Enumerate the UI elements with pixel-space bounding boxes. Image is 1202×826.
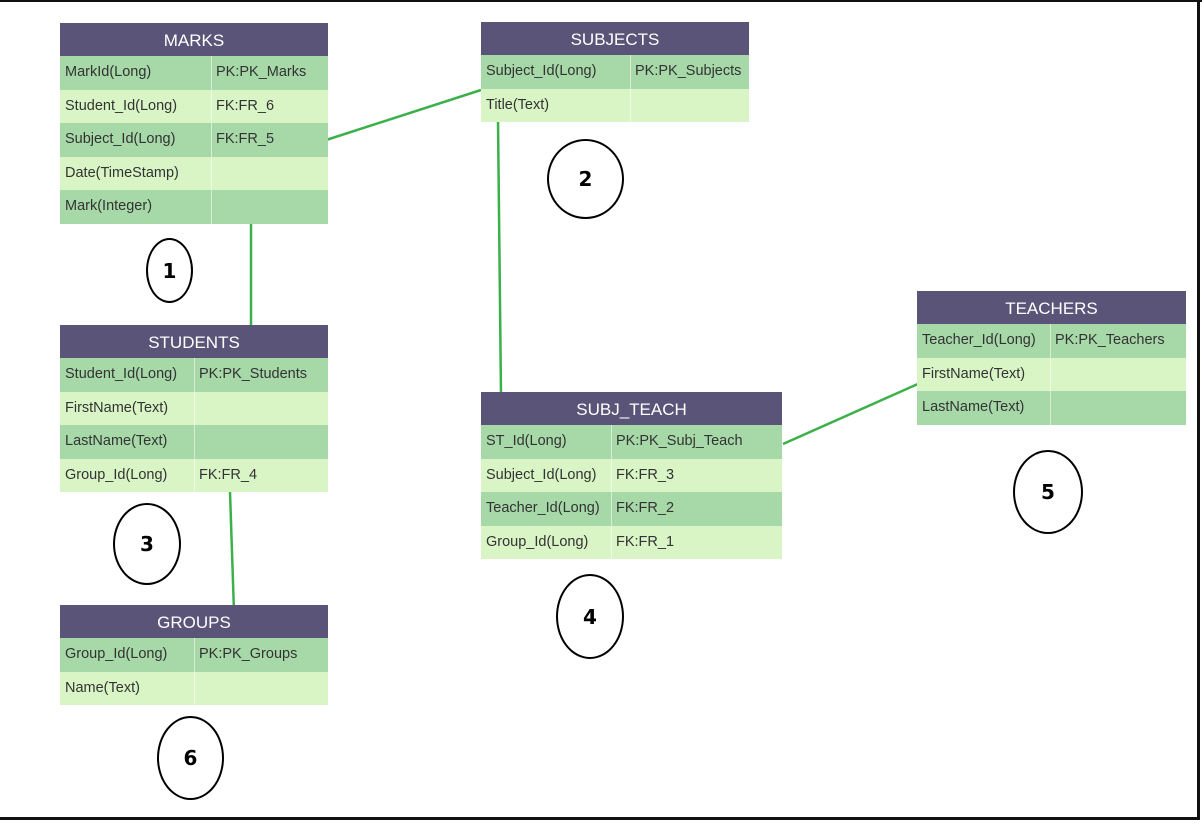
entity-row: Teacher_Id(Long)FK:FR_2 bbox=[481, 492, 782, 526]
entity-marks[interactable]: MARKS MarkId(Long)PK:PK_Marks Student_Id… bbox=[60, 23, 328, 224]
field-name: LastName(Text) bbox=[917, 391, 1051, 425]
entity-number-label-6: 6 bbox=[157, 716, 224, 800]
entity-teachers[interactable]: TEACHERS Teacher_Id(Long)PK:PK_Teachers … bbox=[917, 291, 1186, 425]
field-key bbox=[631, 89, 635, 123]
field-name: Mark(Integer) bbox=[60, 190, 212, 224]
field-name: Subject_Id(Long) bbox=[481, 458, 612, 492]
entity-groups[interactable]: GROUPS Group_Id(Long)PK:PK_Groups Name(T… bbox=[60, 605, 328, 705]
field-name: FirstName(Text) bbox=[60, 391, 195, 425]
field-name: Teacher_Id(Long) bbox=[917, 324, 1051, 358]
entity-title: MARKS bbox=[60, 23, 328, 56]
entity-title: SUBJECTS bbox=[481, 22, 749, 55]
right-border-line bbox=[1197, 0, 1200, 820]
field-key: PK:PK_Marks bbox=[216, 64, 307, 80]
entity-row: Group_Id(Long)FK:FR_1 bbox=[481, 525, 782, 559]
entity-title: STUDENTS bbox=[60, 325, 328, 358]
connector-subjteach-teachers bbox=[782, 373, 939, 446]
entity-title: GROUPS bbox=[60, 605, 328, 638]
entity-number-label-3: 3 bbox=[113, 503, 181, 585]
field-key: PK:PK_Subj_Teach bbox=[616, 433, 743, 449]
field-name: Name(Text) bbox=[60, 671, 195, 705]
entity-row: ST_Id(Long)PK:PK_Subj_Teach bbox=[481, 425, 782, 459]
entity-row: Subject_Id(Long)FK:FR_3 bbox=[481, 458, 782, 492]
field-name: Group_Id(Long) bbox=[481, 525, 612, 559]
entity-row: Subject_Id(Long)PK:PK_Subjects bbox=[481, 55, 749, 89]
entity-students[interactable]: STUDENTS Student_Id(Long)PK:PK_Students … bbox=[60, 325, 328, 492]
field-name: Subject_Id(Long) bbox=[481, 55, 631, 89]
field-name: Student_Id(Long) bbox=[60, 89, 212, 123]
entity-row: FirstName(Text) bbox=[917, 357, 1186, 392]
field-key: PK:PK_Groups bbox=[199, 646, 298, 662]
entity-row: Teacher_Id(Long)PK:PK_Teachers bbox=[917, 324, 1186, 358]
field-name: Title(Text) bbox=[481, 88, 631, 122]
field-name: Teacher_Id(Long) bbox=[481, 492, 612, 526]
entity-title: TEACHERS bbox=[917, 291, 1186, 324]
field-key: PK:PK_Subjects bbox=[635, 63, 742, 79]
field-name: Student_Id(Long) bbox=[60, 358, 195, 392]
field-key bbox=[195, 672, 199, 706]
field-key: FK:FR_2 bbox=[616, 500, 675, 516]
field-key bbox=[212, 190, 216, 224]
field-name: FirstName(Text) bbox=[917, 357, 1051, 391]
connector-subjects-subjteach bbox=[496, 120, 503, 396]
entity-row: Group_Id(Long)FK:FR_4 bbox=[60, 458, 328, 492]
top-border-line bbox=[0, 0, 1202, 2]
bottom-border-line bbox=[0, 817, 1200, 820]
entity-subjects[interactable]: SUBJECTS Subject_Id(Long)PK:PK_Subjects … bbox=[481, 22, 749, 122]
field-name: Group_Id(Long) bbox=[60, 458, 195, 492]
entity-row: Name(Text) bbox=[60, 671, 328, 706]
field-key: FK:FR_3 bbox=[616, 466, 675, 483]
entity-row: Student_Id(Long)FK:FR_6 bbox=[60, 89, 328, 123]
field-key: FK:FR_6 bbox=[216, 97, 275, 114]
entity-row: Title(Text) bbox=[481, 88, 749, 123]
field-key: FK:FR_4 bbox=[199, 466, 258, 483]
connector-students-groups bbox=[228, 491, 236, 613]
field-name: LastName(Text) bbox=[60, 425, 195, 459]
entity-number-label-5: 5 bbox=[1013, 450, 1083, 534]
entity-row: FirstName(Text) bbox=[60, 391, 328, 426]
entity-title: SUBJ_TEACH bbox=[481, 392, 782, 425]
field-name: Group_Id(Long) bbox=[60, 638, 195, 672]
field-key bbox=[195, 425, 199, 459]
entity-row: Subject_Id(Long)FK:FR_5 bbox=[60, 123, 328, 157]
field-key bbox=[212, 157, 216, 191]
field-key bbox=[1051, 391, 1055, 425]
entity-row: Group_Id(Long)PK:PK_Groups bbox=[60, 638, 328, 672]
field-name: MarkId(Long) bbox=[60, 56, 212, 90]
entity-row: Date(TimeStamp) bbox=[60, 156, 328, 191]
field-name: Date(TimeStamp) bbox=[60, 156, 212, 190]
field-key bbox=[1051, 358, 1055, 392]
connector-marks-subjects bbox=[322, 88, 482, 143]
entity-row: Student_Id(Long)PK:PK_Students bbox=[60, 358, 328, 392]
field-name: Subject_Id(Long) bbox=[60, 123, 212, 157]
entity-row: MarkId(Long)PK:PK_Marks bbox=[60, 56, 328, 90]
field-key bbox=[195, 392, 199, 426]
field-key: FK:FR_1 bbox=[616, 533, 675, 550]
entity-number-label-2: 2 bbox=[547, 139, 624, 219]
entity-row: LastName(Text) bbox=[60, 425, 328, 459]
entity-number-label-4: 4 bbox=[556, 574, 624, 659]
entity-subj-teach[interactable]: SUBJ_TEACH ST_Id(Long)PK:PK_Subj_Teach S… bbox=[481, 392, 782, 559]
field-name: ST_Id(Long) bbox=[481, 425, 612, 459]
entity-number-label-1: 1 bbox=[146, 238, 193, 303]
field-key: PK:PK_Students bbox=[199, 366, 308, 382]
field-key: PK:PK_Teachers bbox=[1055, 332, 1165, 348]
entity-row: LastName(Text) bbox=[917, 391, 1186, 425]
field-key: FK:FR_5 bbox=[216, 131, 275, 147]
entity-row: Mark(Integer) bbox=[60, 190, 328, 224]
